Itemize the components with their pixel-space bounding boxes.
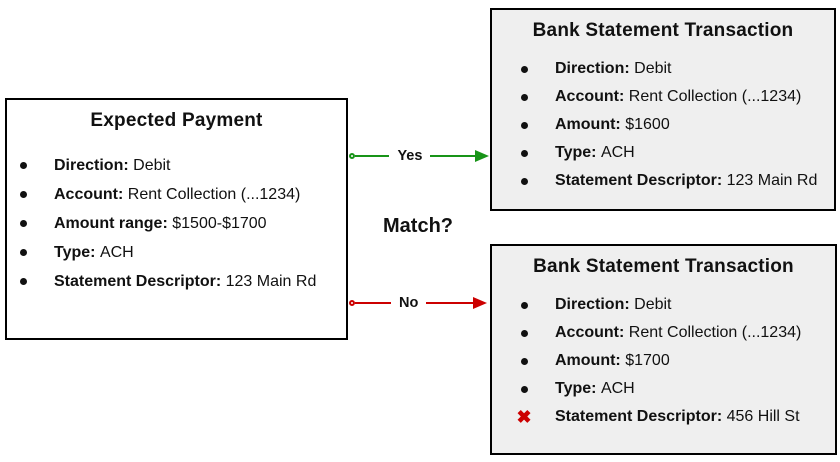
bullet-dot-icon (20, 220, 27, 227)
unmatched-transaction-box: Bank Statement Transaction Direction:Deb… (490, 244, 837, 455)
item-value: 123 Main Rd (726, 172, 818, 189)
item-label: Statement Descriptor: (54, 272, 222, 290)
yes-connector-arrow: Yes (349, 147, 489, 165)
item-value: $1600 (625, 116, 670, 133)
item-value: Debit (634, 60, 672, 77)
connector-line (355, 154, 390, 158)
item-label: Amount: (555, 116, 621, 133)
list-item: Type:ACH (7, 238, 346, 267)
item-value: ACH (600, 380, 635, 397)
expected-payment-title: Expected Payment (90, 110, 263, 131)
list-item: Statement Descriptor:123 Main Rd (7, 267, 346, 296)
connector-line (426, 301, 473, 305)
item-label: Account: (54, 185, 124, 203)
no-label: No (399, 295, 419, 311)
arrowhead-icon (473, 297, 487, 309)
item-text: Type:ACH (54, 244, 134, 262)
arrowhead-icon (475, 150, 489, 162)
matched-transaction-title: Bank Statement Transaction (532, 20, 794, 41)
item-value: 456 Hill St (726, 408, 800, 425)
bullet-dot-icon (521, 357, 528, 365)
bullet-dot-icon (521, 121, 528, 129)
unmatched-transaction-title: Bank Statement Transaction (533, 256, 794, 277)
bullet-dot-icon (521, 65, 528, 73)
connector-start-circle-icon (349, 153, 355, 159)
item-text: Direction:Debit (54, 157, 171, 175)
item-value: $1700 (625, 352, 670, 369)
no-connector-arrow: No (349, 294, 487, 312)
bullet-dot-icon (521, 329, 528, 337)
list-item: Amount:$1700 (492, 347, 835, 375)
list-item: Amount range:$1500-$1700 (7, 209, 346, 238)
list-item: Type:ACH (492, 139, 834, 167)
item-label: Account: (555, 88, 625, 105)
match-question-label: Match? (383, 215, 453, 237)
bullet-dot-icon (20, 191, 27, 198)
item-value: Rent Collection (...1234) (127, 185, 301, 203)
item-text: Type:ACH (555, 380, 635, 398)
connector-line (355, 301, 392, 305)
expected-payment-list: Direction:Debit Account:Rent Collection … (7, 151, 346, 296)
bullet-dot-icon (521, 385, 528, 393)
item-value: ACH (600, 144, 635, 161)
item-text: Direction:Debit (555, 60, 672, 78)
item-value: ACH (99, 243, 134, 261)
item-text: Statement Descriptor:123 Main Rd (54, 273, 316, 291)
item-text: Amount:$1700 (555, 352, 670, 370)
item-label: Account: (555, 324, 625, 341)
item-label: Amount: (555, 352, 621, 369)
item-text: Statement Descriptor:456 Hill St (555, 408, 800, 426)
bullet-dot-icon (521, 301, 528, 309)
list-item: Statement Descriptor:123 Main Rd (492, 167, 834, 195)
item-value: Debit (634, 296, 672, 313)
connector-line (430, 154, 475, 158)
item-text: Type:ACH (555, 144, 635, 162)
item-value: Rent Collection (...1234) (628, 324, 802, 341)
item-value: Debit (133, 156, 171, 174)
unmatched-transaction-list: Direction:Debit Account:Rent Collection … (492, 291, 835, 431)
bullet-dot-icon (20, 249, 27, 256)
list-item: ✖ Statement Descriptor:456 Hill St (492, 403, 835, 431)
list-item: Account:Rent Collection (...1234) (492, 319, 835, 347)
item-text: Account:Rent Collection (...1234) (555, 88, 801, 106)
item-label: Type: (555, 144, 597, 161)
item-text: Amount range:$1500-$1700 (54, 215, 267, 233)
item-label: Statement Descriptor: (555, 172, 723, 189)
item-text: Account:Rent Collection (...1234) (54, 186, 300, 204)
item-label: Direction: (54, 156, 129, 174)
list-item: Direction:Debit (7, 151, 346, 180)
item-label: Statement Descriptor: (555, 408, 723, 425)
yes-label: Yes (397, 148, 423, 164)
item-text: Direction:Debit (555, 296, 672, 314)
item-text: Amount:$1600 (555, 116, 670, 134)
list-item: Direction:Debit (492, 55, 834, 83)
bullet-dot-icon (20, 278, 27, 285)
matched-transaction-box: Bank Statement Transaction Direction:Deb… (490, 8, 836, 211)
bullet-dot-icon (20, 162, 27, 169)
bullet-dot-icon (521, 149, 528, 157)
item-label: Direction: (555, 296, 630, 313)
list-item: Account:Rent Collection (...1234) (7, 180, 346, 209)
matched-transaction-list: Direction:Debit Account:Rent Collection … (492, 55, 834, 195)
list-item: Amount:$1600 (492, 111, 834, 139)
list-item: Type:ACH (492, 375, 835, 403)
item-label: Amount range: (54, 214, 168, 232)
item-label: Direction: (555, 60, 630, 77)
item-label: Type: (54, 243, 96, 261)
list-item: Account:Rent Collection (...1234) (492, 83, 834, 111)
bullet-dot-icon (521, 177, 528, 185)
item-text: Account:Rent Collection (...1234) (555, 324, 801, 342)
item-value: Rent Collection (...1234) (628, 88, 802, 105)
expected-payment-box: Expected Payment Direction:Debit Account… (5, 98, 348, 340)
list-item: Direction:Debit (492, 291, 835, 319)
item-text: Statement Descriptor:123 Main Rd (555, 172, 817, 190)
bullet-dot-icon (521, 93, 528, 101)
x-mark-icon: ✖ (516, 407, 532, 427)
connector-start-circle-icon (349, 300, 355, 306)
item-value: $1500-$1700 (172, 214, 267, 232)
item-label: Type: (555, 380, 597, 397)
item-value: 123 Main Rd (225, 272, 317, 290)
